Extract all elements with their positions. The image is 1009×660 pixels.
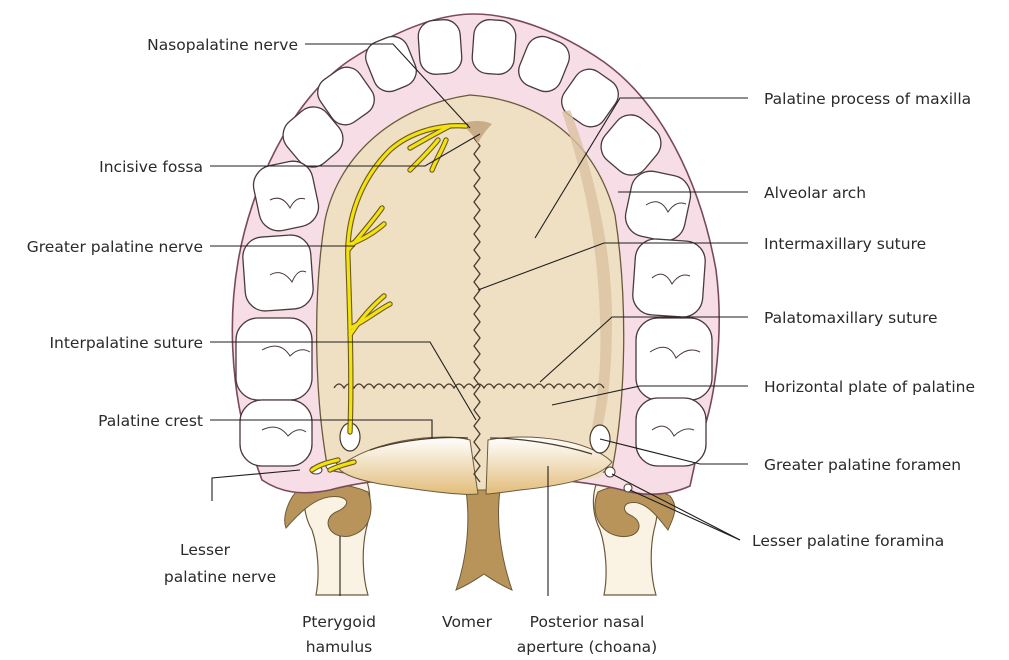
label-palatomaxillary-suture: Palatomaxillary suture xyxy=(764,309,938,327)
label-horizontal-plate-of-palatine: Horizontal plate of palatine xyxy=(764,378,975,396)
label-alveolar-arch: Alveolar arch xyxy=(764,184,866,202)
label-greater-palatine-foramen: Greater palatine foramen xyxy=(764,456,961,474)
lesser-palatine-foramen-1 xyxy=(605,467,615,477)
label-intermaxillary-suture: Intermaxillary suture xyxy=(764,235,926,253)
label-posterior-nasal-aperture-line1: Posterior nasal xyxy=(530,613,645,631)
label-vomer: Vomer xyxy=(442,613,493,631)
label-lesser-palatine-nerve-line2: palatine nerve xyxy=(164,568,276,586)
label-palatine-process-of-maxilla: Palatine process of maxilla xyxy=(764,90,971,108)
label-nasopalatine-nerve: Nasopalatine nerve xyxy=(147,36,298,54)
label-lesser-palatine-foramina: Lesser palatine foramina xyxy=(752,532,944,550)
label-palatine-crest: Palatine crest xyxy=(98,412,203,430)
label-interpalatine-suture: Interpalatine suture xyxy=(49,334,203,352)
label-incisive-fossa: Incisive fossa xyxy=(99,158,203,176)
label-lesser-palatine-nerve-line1: Lesser xyxy=(180,541,231,559)
label-pterygoid-hamulus-line1: Pterygoid xyxy=(302,613,376,631)
label-pterygoid-hamulus-line2: hamulus xyxy=(306,638,372,656)
label-posterior-nasal-aperture-line2: aperture (choana) xyxy=(517,638,657,656)
label-greater-palatine-nerve: Greater palatine nerve xyxy=(27,238,203,256)
vomer xyxy=(456,490,512,590)
